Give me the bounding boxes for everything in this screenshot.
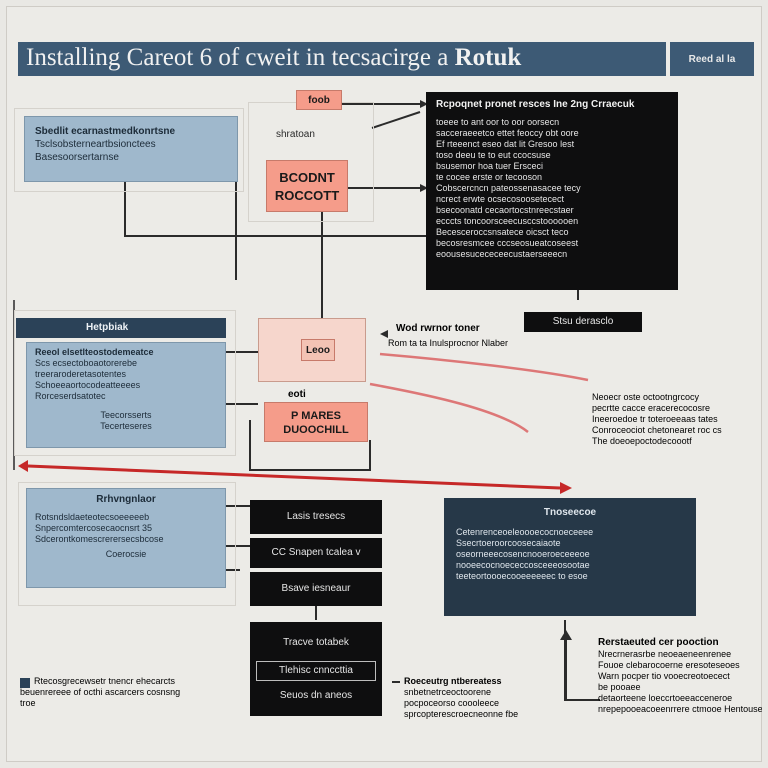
mid-note-sub: Rom ta ta Inulsprocnor Nlaber xyxy=(388,338,509,348)
panel-line: teeteortoooecooeeeeeec to esoe xyxy=(456,571,588,581)
note-line: Ineeroedoe tr toteroeeaas tates xyxy=(592,414,718,424)
panel-line: nooeecocnoececcosceeeosootae xyxy=(456,560,590,570)
card-line: Tecerteseres xyxy=(100,421,152,431)
title-emphasis: Rotuk xyxy=(454,44,522,71)
title-bar xyxy=(18,42,666,76)
lower-center-button-3[interactable]: Bsave iesneaur xyxy=(250,572,382,606)
box-line: DUOOCHILL xyxy=(283,424,349,436)
note-heading: Rerstaeuted cer pooction xyxy=(598,637,719,648)
panel-line: ecccts toncoorsceecusccstoooooen xyxy=(436,216,579,226)
card-line: Tsclsobsterneartbsionctees xyxy=(35,139,156,150)
panel-line: bsusemor hoa tuer Ersceci xyxy=(436,161,544,171)
card-line: Coerocsie xyxy=(105,549,147,559)
panel-line: toso deeu te to eut ccocsuse xyxy=(436,150,551,160)
top-left-card[interactable]: Sbedlit ecarnastmedkonrtsne Tsclsobstern… xyxy=(24,116,238,182)
card-line: Scs ecsectoboaotorerebe xyxy=(35,358,138,368)
note-line: Warn pocper tio vooecreotoecect xyxy=(598,671,730,681)
note-line: Conroceociot chetonearet roc cs xyxy=(592,425,722,435)
lower-center-button-1[interactable]: Lasis tresecs xyxy=(250,500,382,534)
note-line: Fouoe clebarocoerne eresoteseoes xyxy=(598,660,740,670)
panel-line: oseorneeecosencnooeroeceeeoe xyxy=(456,549,590,559)
card-line: Reeol elsetlteostodemeatce xyxy=(35,347,154,357)
center-top-label: shratoan xyxy=(276,129,315,140)
panel-line: eoousesucececeecustaerseeecn xyxy=(436,249,568,259)
card-line: Basesoorsertarnse xyxy=(35,152,119,163)
card-line: Rotsndsldaeteotecsoeeeeeb xyxy=(35,512,150,522)
note-line: troe xyxy=(20,698,36,708)
panel-line: sacceraeeetco ettet feoccy obt oore xyxy=(436,128,579,138)
panel-heading: Rcpoqnet pronet resces Ine 2ng Crraecuk xyxy=(436,99,635,110)
card-line: Schoeeaortocodeatteeees xyxy=(35,380,141,390)
note-line: beuenrereee of octhi ascarcers cosnsng xyxy=(20,687,181,697)
mid-center-tag: eoti xyxy=(288,389,306,400)
box-line: BCODNT xyxy=(279,170,335,185)
center-top-box[interactable]: BCODNT ROCCOTT xyxy=(266,160,348,212)
card-line: Sdcerontkomescrerersecsbcose xyxy=(35,534,164,544)
lower-center-button-2[interactable]: CC Snapen tcalea v xyxy=(250,538,382,568)
note-line: Roeceutrg ntbereatess xyxy=(404,676,502,686)
panel-line: Cobscercncn pateossenasacee tecy xyxy=(436,183,581,193)
panel-line: te cocee erste or tecooson xyxy=(436,172,543,182)
note-square-icon xyxy=(20,678,30,688)
card-header: Rrhvngnlaor xyxy=(96,494,156,505)
title-badge: Reed al la xyxy=(670,42,754,76)
mid-left-outline xyxy=(14,310,236,456)
right-note: Neoecr oste octootngrcocy pecrtte cacce … xyxy=(592,392,760,447)
note-line: pecrtte cacce eracerecocosre xyxy=(592,403,711,413)
lower-left-card[interactable]: Rrhvngnlaor Rotsndsldaeteotecsoeeeeeb Sn… xyxy=(26,488,226,588)
box-line: ROCCOTT xyxy=(274,188,340,203)
panel-row[interactable]: Seuos dn aneos xyxy=(279,690,353,701)
note-line: Rtecosgrecewsetr tnencr ehecarcts xyxy=(34,676,176,686)
mid-left-header: Hetpbiak xyxy=(16,318,226,338)
box-line: P MARES xyxy=(291,410,341,422)
note-line: nrepepooeacoeenrrere ctmooe Hentouse xyxy=(598,704,762,714)
panel-line: Cetenrenceoeleoooecocnoeceeee xyxy=(456,527,594,537)
bottom-mid-note: Roeceutrg ntbereatess snbetnetrceoctoore… xyxy=(404,676,544,720)
top-right-panel: Rcpoqnet pronet resces Ine 2ng Crraecuk … xyxy=(426,92,678,290)
mid-left-card[interactable]: Reeol elsetlteostodemeatce Scs ecsectobo… xyxy=(26,342,226,448)
mid-center-card[interactable]: Leoo xyxy=(258,318,366,382)
panel-line: ncrect erwte ocsecosoosetecect xyxy=(436,194,565,204)
bottom-right-note: Rerstaeuted cer pooction Nrecrnerasrbe n… xyxy=(598,636,762,715)
panel-line: becosresmcee cccseosueatcoseest xyxy=(436,238,579,248)
card-line: Rorceserdsatotec xyxy=(35,391,106,401)
card-line: Snpercomtercosecaocnsrt 35 xyxy=(35,523,153,533)
mid-note-title: Wod rwrnor toner xyxy=(396,323,480,334)
mid-center-box[interactable]: P MARES DUOOCHILL xyxy=(264,402,368,442)
panel-line: toeee to ant oor to oor oorsecn xyxy=(436,117,560,127)
panel-row[interactable]: Tlehisc cnnccttia xyxy=(256,661,376,681)
bottom-center-panel: Tracve totabek Tlehisc cnnccttia Seuos d… xyxy=(250,622,382,716)
note-line: sprcopterescroecneonne fbe xyxy=(404,709,519,719)
center-top-tag: foob xyxy=(296,90,342,110)
panel-title: Tracve totabek xyxy=(283,637,349,648)
top-left-outline xyxy=(14,108,244,192)
mid-center-inner: Leoo xyxy=(301,339,335,361)
lower-right-panel: Tnoseecoe Cetenrenceoeleoooecocnoeceeee … xyxy=(444,498,696,616)
note-line: Neoecr oste octootngrcocy xyxy=(592,392,700,402)
title-main: Installing Careot 6 of cweit in tecsacir… xyxy=(26,44,449,71)
panel-line: Ef rteeenct eseo dat lit Gresoo lest xyxy=(436,139,575,149)
top-right-caption: Stsu derasclo xyxy=(524,312,642,332)
note-line: be pooaee xyxy=(598,682,641,692)
lower-left-outline xyxy=(18,482,236,606)
panel-line: Ssecrtoeroorcoosecaiaote xyxy=(456,538,561,548)
card-line: Sbedlit ecarnastmedkonrtsne xyxy=(35,126,176,137)
panel-heading: Tnoseecoe xyxy=(543,507,597,518)
page-title: Installing Careot 6 of cweit in tecsacir… xyxy=(26,44,521,72)
note-line: detaorteene loeccrtoeeacceneroe xyxy=(598,693,733,703)
card-line: Teecorsserts xyxy=(100,410,152,420)
card-line: treeraroderetasotentes xyxy=(35,369,127,379)
note-line: pocpoceorso coooleece xyxy=(404,698,500,708)
bottom-left-note: Rtecosgrecewsetr tnencr ehecarcts beuenr… xyxy=(20,676,240,709)
note-line: snbetnetrceoctoorene xyxy=(404,687,492,697)
note-line: The doeoepoctodecoootf xyxy=(592,436,692,446)
panel-line: Becesceroccsnsatece oicsct teco xyxy=(436,227,569,237)
note-line: Nrecrnerasrbe neoeaeneenrenee xyxy=(598,649,732,659)
panel-line: bsecoonatd cecaortocstnreecstaer xyxy=(436,205,574,215)
